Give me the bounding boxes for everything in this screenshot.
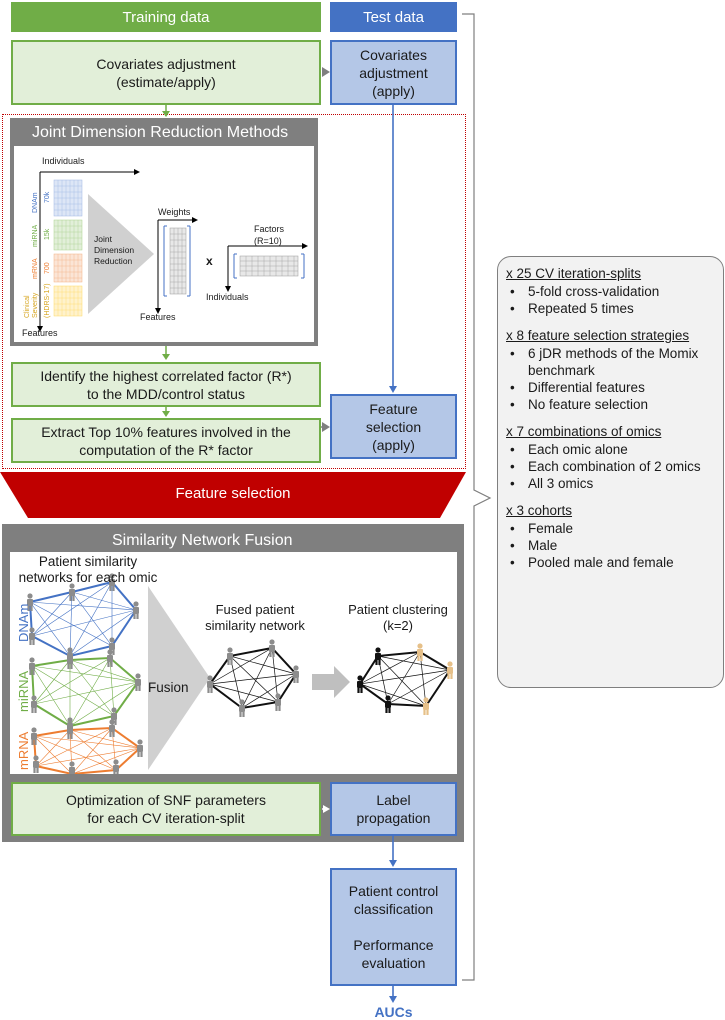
jdr-panel-title: Joint Dimension Reduction Methods (32, 124, 289, 141)
mirna-network (30, 656, 140, 728)
summary-item: 6 jDR methods of the Momix benchmark (506, 345, 715, 379)
summary-item: Pooled male and female (506, 554, 715, 571)
fusion-label: Fusion (148, 680, 189, 695)
summary-feature-selection: x 8 feature selection strategies 6 jDR m… (506, 327, 715, 413)
summary-omics: x 7 combinations of omics Each omic alon… (506, 423, 715, 492)
mirna-grid (53, 219, 83, 251)
jdr-individuals-label: Individuals (42, 156, 85, 166)
summary-item: 5-fold cross-validation (506, 283, 715, 300)
summary-cohorts: x 3 cohorts Female Male Pooled male and … (506, 502, 715, 571)
summary-item: Each combination of 2 omics (506, 458, 715, 475)
summary-item: Female (506, 520, 715, 537)
weights-label: Weights (158, 207, 191, 217)
right-bracket (462, 13, 492, 981)
summary-item: Each omic alone (506, 441, 715, 458)
summary-item: Repeated 5 times (506, 300, 715, 317)
jdr-region-outline (2, 114, 466, 469)
jdr-diagram (37, 169, 308, 332)
summary-item: Differential features (506, 379, 715, 396)
factors-individuals-label: Individuals (206, 292, 249, 302)
mrna-network (32, 726, 142, 774)
snf-diagram (27, 573, 453, 774)
jdr-features-label: Features (22, 328, 58, 338)
summary-item: Male (506, 537, 715, 554)
extract-features-box: Extract Top 10% features involved in the… (11, 418, 321, 463)
dnam-network (28, 580, 138, 658)
mrna-grid (53, 253, 83, 283)
factors-label: Factors (254, 224, 285, 234)
snf-panel-title: Similarity Network Fusion (112, 532, 293, 549)
summary-item: No feature selection (506, 396, 715, 413)
training-data-header: Training data (11, 2, 321, 32)
flow-arrows (162, 67, 397, 1003)
patient-clustering-label: Patient clustering(k=2) (348, 602, 448, 633)
covariates-training-box: Covariates adjustment(estimate/apply) (11, 40, 321, 105)
times-symbol: x (206, 254, 213, 268)
summary-panel: x 25 CV iteration-splits 5-fold cross-va… (497, 256, 724, 688)
test-data-header: Test data (330, 2, 457, 32)
summary-item: All 3 omics (506, 475, 715, 492)
feature-selection-banner: Feature selection (175, 485, 291, 502)
factors-r-label: (R=10) (254, 236, 282, 246)
aucs-label: AUCs (374, 1004, 413, 1020)
clinical-grid (53, 285, 83, 317)
summary-cv: x 25 CV iteration-splits 5-fold cross-va… (506, 265, 715, 317)
identify-factor-box: Identify the highest correlated factor (… (11, 362, 321, 407)
weights-features-label: Features (140, 312, 176, 322)
feature-selection-banner-shape (0, 472, 466, 518)
